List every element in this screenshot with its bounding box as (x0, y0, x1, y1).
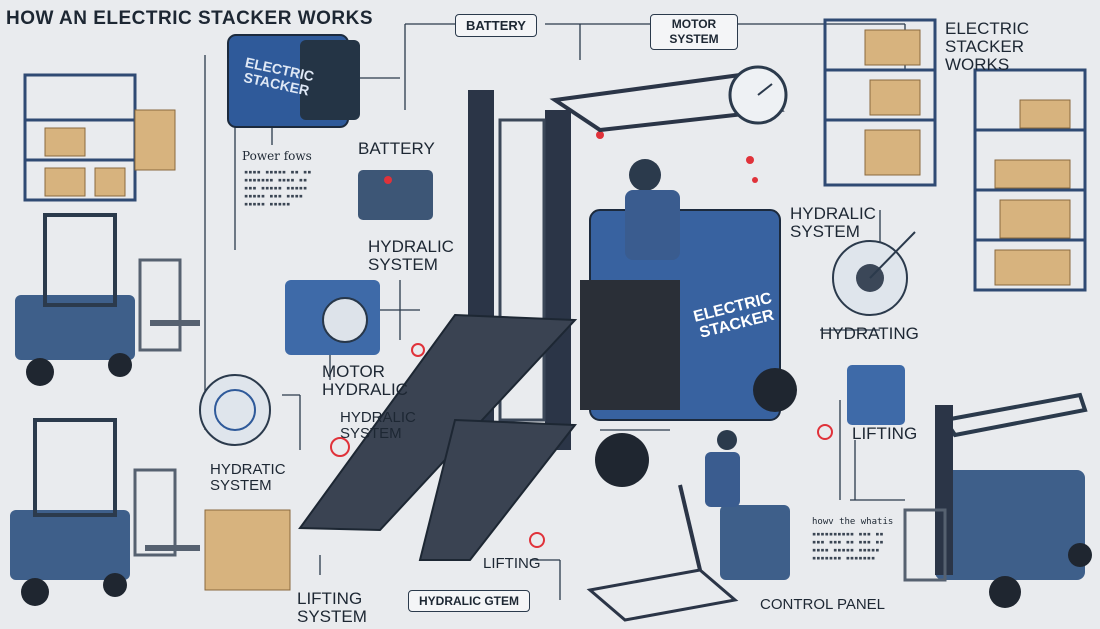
main-stacker-illustration (298, 72, 797, 561)
left-forklift-1 (15, 213, 200, 386)
control-panel-label: CONTROL PANEL (760, 596, 886, 613)
bottom-note-text: ▪▪▪▪▪▪▪▪▪▪ ▪▪▪ ▪▪▪▪▪ ▪▪▪ ▪▪ ▪▪▪ ▪▪▪▪▪▪ ▪… (812, 530, 884, 562)
hydraulic-system-label-right: HYDRALIC SYSTEM (790, 204, 876, 241)
battery-label: BATTERY (358, 139, 435, 158)
hydrating-label: HYDRATING (820, 324, 919, 343)
right-forklift-illustration (903, 392, 1092, 608)
battery-unit-illustration (285, 280, 380, 355)
battery-pill: BATTERY (455, 14, 537, 37)
left-forklift-2 (10, 418, 200, 606)
power-flows-label: Power fows (242, 149, 312, 163)
motor-system-pill: MOTOR SYSTEM (650, 14, 738, 50)
hydraulic-system-label-1: HYDRALIC SYSTEM (368, 237, 454, 274)
right-shelves-illustration (823, 18, 1087, 292)
walkie-stacker-illustration (586, 430, 790, 622)
power-flows-notes: ▪▪▪▪ ▪▪▪▪▪ ▪▪ ▪▪▪▪▪▪▪▪▪ ▪▪▪▪ ▪▪▪▪▪ ▪▪▪▪▪… (244, 168, 312, 208)
lifting-label-bottom: LIFTING (483, 555, 541, 572)
main-title: HOW AN ELECTRIC STACKER WORKS (6, 8, 374, 29)
battery-pack-illustration (227, 34, 360, 128)
tank-illustration (847, 365, 905, 425)
indicator-dots (330, 131, 833, 548)
motor-hydraulic-label: MOTOR HYDRALIC (322, 362, 408, 399)
lifting-label-right: LIFTING (852, 424, 918, 443)
hydraulic-dial-illustration (199, 374, 271, 446)
bottom-note-title: howv the whatis (812, 517, 894, 527)
top-right-title: ELECTRIC STACKER WORKS (945, 19, 1030, 74)
hydraulic-stem-pill: HYDRALIC GTEM (408, 590, 530, 612)
pallet-stack-illustration (204, 509, 291, 591)
control-box-illustration (358, 170, 433, 220)
lifting-system-label: LIFTING SYSTEM (297, 589, 367, 626)
hydratic-system-label: HYDRATIC SYSTEM (210, 461, 286, 494)
hydraulic-system-label-2: HYDRALIC SYSTEM (340, 409, 416, 442)
